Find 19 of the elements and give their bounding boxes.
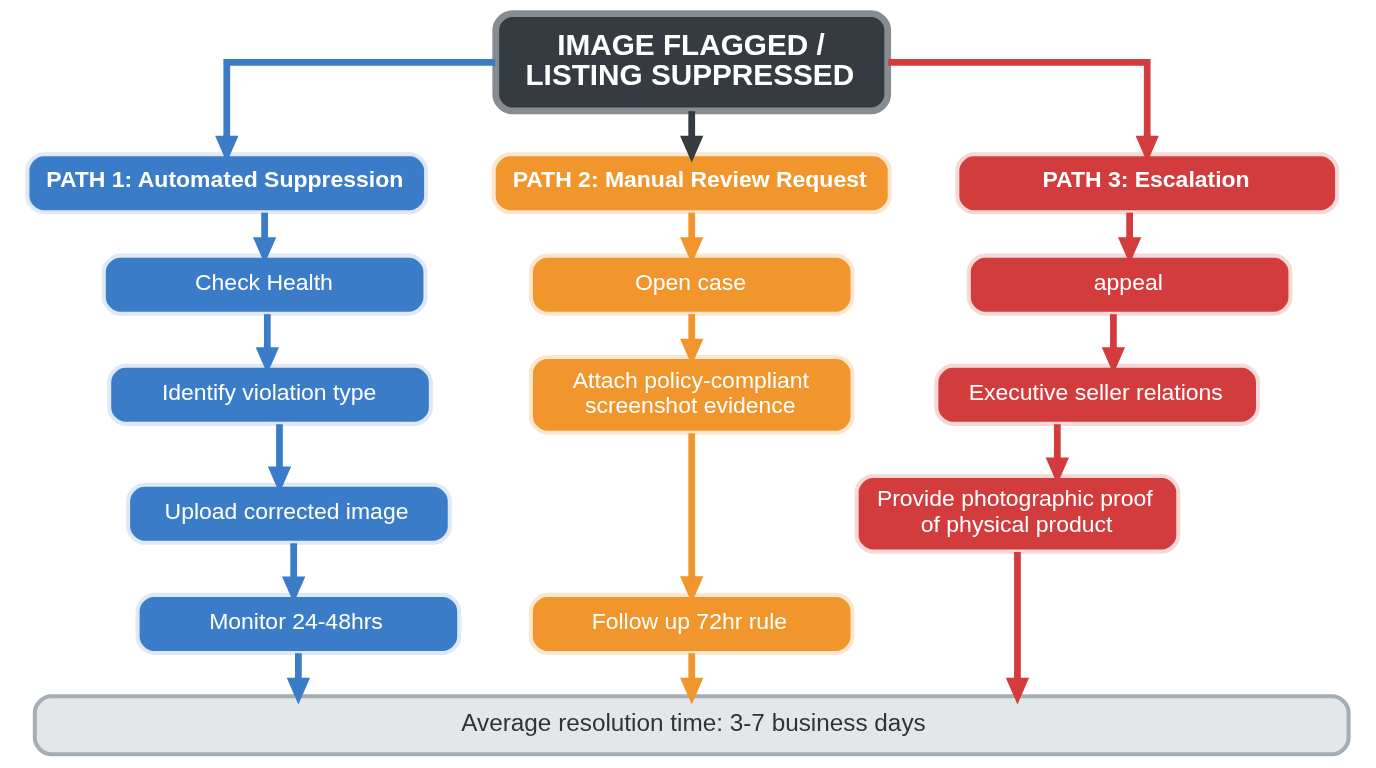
node-box: PATH 2: Manual Review Request: [491, 152, 892, 215]
node-box: Check Health: [101, 253, 428, 316]
arrow: [286, 653, 311, 705]
node-box: Identify violation type: [107, 363, 433, 426]
node-box: Upload corrected image: [126, 482, 452, 545]
node-box: Average resolution time: 3-7 business days: [32, 694, 1351, 757]
node-box: Attach policy-compliant screenshot evidence: [528, 354, 855, 435]
arrow: [680, 111, 704, 163]
node-box: PATH 1: Automated Suppression: [25, 152, 429, 215]
node-box: IMAGE FLAGGED / LISTING SUPPRESSED: [492, 10, 892, 115]
node-box: Provide photographic proof of physical product: [854, 473, 1181, 554]
node-box: Follow up 72hr rule: [528, 592, 855, 655]
node-box: appeal: [966, 253, 1293, 316]
arrow: [680, 653, 704, 705]
node-box: Monitor 24-48hrs: [135, 592, 462, 655]
node-box: PATH 3: Escalation: [955, 152, 1340, 215]
node-box: Open case: [528, 253, 855, 316]
arrow: [1005, 552, 1030, 705]
node-box: Executive seller relations: [934, 363, 1261, 426]
